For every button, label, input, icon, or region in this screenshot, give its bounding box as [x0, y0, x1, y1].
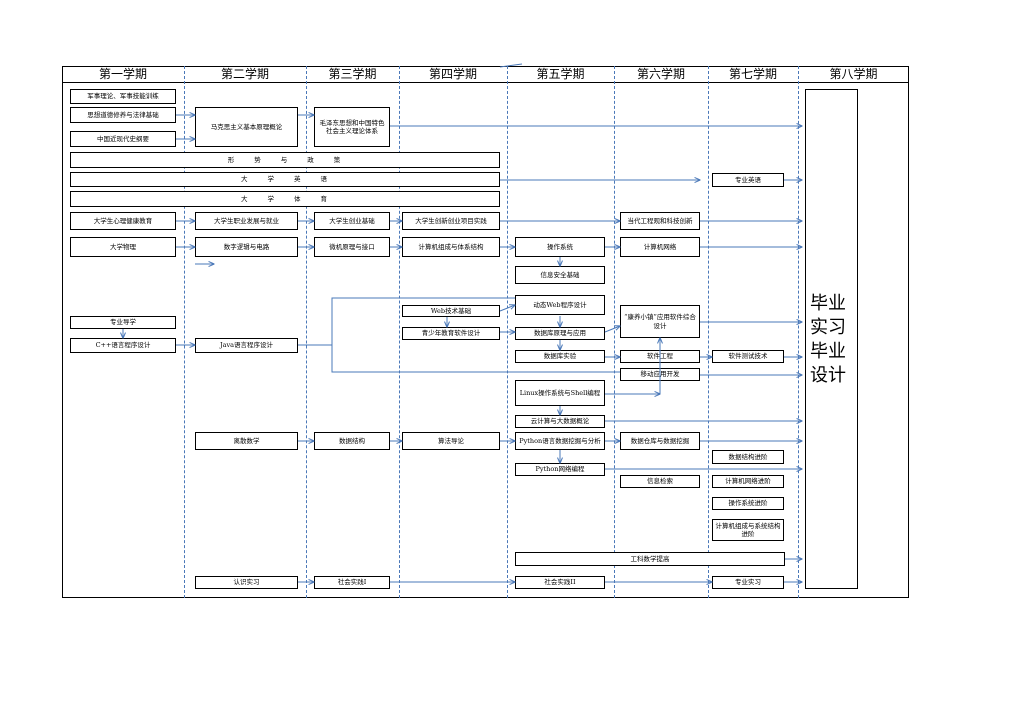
course-box-contemporary-eng: 当代工程观和科技创新	[620, 212, 700, 230]
semester-separator	[399, 66, 400, 598]
semester-separator	[184, 66, 185, 598]
course-box-microcomputer: 微机原理与接口	[314, 237, 390, 257]
course-box-social-practice-1: 社会实践I	[314, 576, 390, 589]
semester-header-8: 第八学期	[829, 67, 878, 81]
course-box-pe: 大学体育	[70, 191, 500, 207]
course-box-marxism: 马克思主义基本原理概论	[195, 107, 298, 147]
course-box-eng-math: 工科数学提高	[515, 552, 785, 566]
semester-separator	[708, 66, 709, 598]
semester-separator	[507, 66, 508, 598]
course-box-web-basic: Web技术基础	[402, 305, 500, 317]
course-box-youth-edu-sw: 青少年教育软件设计	[402, 327, 500, 340]
semester-separator	[798, 66, 799, 598]
course-box-mobile-dev: 移动应用开发	[620, 368, 700, 381]
course-box-data-structures: 数据结构	[314, 432, 390, 450]
course-box-discrete-math: 离散数学	[195, 432, 298, 450]
semester-header-4: 第四学期	[428, 67, 477, 81]
semester-header-2: 第二学期	[220, 67, 269, 81]
course-box-linux: Linux操作系统与Shell编程	[515, 380, 605, 406]
course-box-db-lab: 数据库实验	[515, 350, 605, 363]
course-box-algorithms: 算法导论	[402, 432, 500, 450]
course-box-college-english: 大学英语	[70, 172, 500, 187]
semester-separator	[614, 66, 615, 598]
course-box-ds-adv: 数据结构进阶	[712, 450, 784, 464]
course-box-sw-testing: 软件测试技术	[712, 350, 784, 363]
course-box-java: Java语言程序设计	[195, 338, 298, 353]
diagram-frame	[62, 66, 909, 598]
course-box-infosec: 信息安全基础	[515, 266, 605, 284]
course-box-career: 大学生职业发展与就业	[195, 212, 298, 230]
course-box-intro-major: 专业导学	[70, 316, 176, 329]
course-box-psych: 大学生心理健康教育	[70, 212, 176, 230]
course-box-kangyang: “康养小镇”应用软件综合设计	[620, 305, 700, 338]
course-box-physics: 大学物理	[70, 237, 176, 257]
course-box-modern-history: 中国近现代史纲要	[70, 131, 176, 147]
course-box-sw-eng: 软件工程	[620, 350, 700, 363]
course-box-social-practice-2: 社会实践II	[515, 576, 605, 589]
course-box-professional-intern: 专业实习	[712, 576, 784, 589]
course-box-python-net: Python网络编程	[515, 463, 605, 476]
semester-header-5: 第五学期	[536, 67, 585, 81]
course-box-mao-theory: 毛泽东思想和中国特色社会主义理论体系	[314, 107, 390, 147]
header-divider	[62, 82, 909, 83]
course-box-dw-mining: 数据仓库与数据挖掘	[620, 432, 700, 450]
course-box-dynamic-web: 动态Web程序设计	[515, 295, 605, 315]
course-box-architecture: 计算机组成与体系结构	[402, 237, 500, 257]
course-box-professional-english: 专业英语	[712, 173, 784, 187]
semester-separator	[306, 66, 307, 598]
course-box-os-adv: 操作系统进阶	[712, 497, 784, 510]
course-box-cloud-bigdata: 云计算与大数据概论	[515, 415, 605, 428]
semester-header-3: 第三学期	[328, 67, 377, 81]
course-box-networks: 计算机网络	[620, 237, 700, 257]
course-box-situation-policy: 形势与政策	[70, 152, 500, 168]
course-box-arch-adv: 计算机组成与系统结构进阶	[712, 519, 784, 541]
course-box-info-retrieval: 信息检索	[620, 475, 700, 488]
semester-header-7: 第七学期	[728, 67, 777, 81]
course-box-python-mining: Python语言数据挖掘与分析	[515, 432, 605, 450]
course-box-db-principles: 数据库原理与应用	[515, 327, 605, 340]
course-box-cognitive-intern: 认识实习	[195, 576, 298, 589]
semester-header-6: 第六学期	[636, 67, 685, 81]
course-box-cpp: C++语言程序设计	[70, 338, 176, 353]
course-box-digital-logic: 数字逻辑与电路	[195, 237, 298, 257]
course-box-entrepreneurship-basic: 大学生创业基础	[314, 212, 390, 230]
course-box-os: 操作系统	[515, 237, 605, 257]
course-box-innovation-project: 大学生创新创业项目实践	[402, 212, 500, 230]
course-box-net-adv: 计算机网络进阶	[712, 475, 784, 488]
course-box-military: 军事理论、军事技能训练	[70, 89, 176, 104]
course-box-graduation: 毕业实习毕业设计	[805, 89, 858, 589]
course-box-ethics-law: 思想道德修养与法律基础	[70, 107, 176, 123]
semester-header-1: 第一学期	[98, 67, 147, 81]
